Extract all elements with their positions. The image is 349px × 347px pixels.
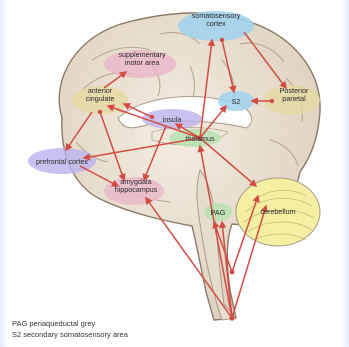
label-insula: insula <box>163 115 182 124</box>
insula-label-line-1: insula <box>163 115 182 124</box>
node-somatosensory <box>220 38 224 42</box>
s2-label-line-1: S2 <box>232 97 241 106</box>
label-cerebellum: cerebellum <box>260 207 295 216</box>
node-midbrain <box>230 270 235 275</box>
thalamus-label-line-1: thalamus <box>185 134 215 143</box>
prefrontal-cortex-label-line-1: prefrontal cortex <box>36 157 88 166</box>
node-parietal <box>270 99 274 103</box>
label-s2: S2 <box>232 97 241 106</box>
label-prefrontal-cortex: prefrontal cortex <box>36 157 88 166</box>
legend-s2: S2 secondary somatosensory area <box>12 330 128 339</box>
pag-label-line-1: PAG <box>211 208 226 217</box>
cerebellum-label-line-1: cerebellum <box>260 207 295 216</box>
node-spinal-input <box>229 315 234 320</box>
legend-pag: PAG periaqueductal grey <box>12 319 95 328</box>
node-cingulate <box>98 110 102 114</box>
somatosensory-cortex-label-line-2: cortex <box>206 19 226 28</box>
supplementary-motor-area-label-line-2: motor area <box>125 58 160 67</box>
amygdala-hippocampus-label-line-2: hippocampus <box>115 185 158 194</box>
node-insula <box>150 115 154 119</box>
posterior-parietal-label-line-2: parietal <box>282 94 306 103</box>
label-thalamus: thalamus <box>185 134 215 143</box>
label-pag: PAG <box>211 208 226 217</box>
anterior-cingulate-label-line-2: cingulate <box>86 94 115 103</box>
